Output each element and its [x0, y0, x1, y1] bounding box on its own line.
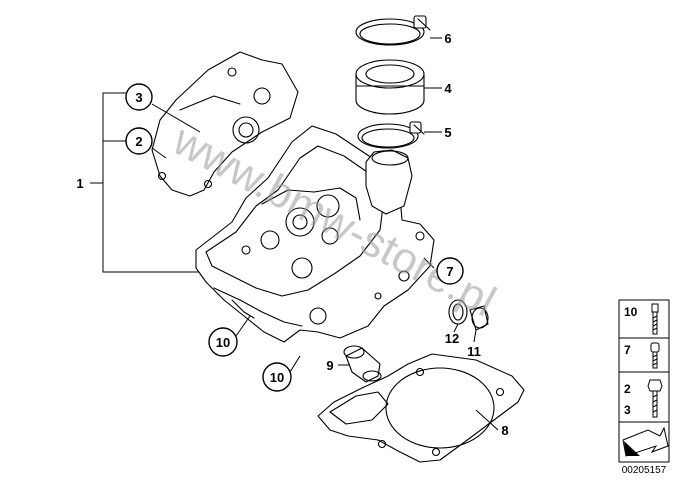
callout-10-lower[interactable]: 10 — [262, 362, 292, 392]
label-9[interactable]: 9 — [326, 358, 333, 373]
svg-text:7: 7 — [446, 264, 453, 279]
label-6[interactable]: 6 — [444, 31, 451, 46]
label-8[interactable]: 8 — [501, 423, 508, 438]
head-gasket — [317, 353, 525, 463]
label-11[interactable]: 11 — [467, 344, 481, 359]
svg-text:2: 2 — [135, 134, 142, 149]
leader-lines — [151, 37, 499, 431]
svg-text:2: 2 — [624, 382, 631, 396]
svg-text:3: 3 — [624, 403, 631, 417]
dowel-sleeve — [343, 345, 382, 383]
legend-row-2-3[interactable]: 2 3 — [624, 379, 663, 418]
label-5[interactable]: 5 — [444, 125, 451, 140]
label-1[interactable]: 1 — [76, 176, 83, 191]
cylinder-head — [151, 51, 435, 343]
svg-text:10: 10 — [270, 370, 284, 385]
hose-clamp-top — [355, 15, 431, 46]
callout-10-upper[interactable]: 10 — [208, 327, 238, 357]
svg-text:7: 7 — [624, 343, 631, 357]
orientation-arrow-icon — [622, 426, 669, 457]
bracket-callout-1 — [90, 92, 200, 273]
label-12[interactable]: 12 — [445, 331, 459, 346]
callout-3[interactable]: 3 — [125, 83, 153, 111]
long-bolt-icon — [651, 303, 659, 335]
svg-text:10: 10 — [624, 305, 638, 319]
legend-row-7[interactable]: 7 — [624, 342, 660, 369]
svg-text:10: 10 — [216, 335, 230, 350]
document-id: 00205157 — [622, 465, 667, 476]
socket-bolt-icon — [650, 342, 660, 369]
fastener-legend: 10 7 2 3 — [618, 299, 670, 463]
hose-clamp-lower — [357, 121, 425, 149]
legend-row-10[interactable]: 10 — [624, 303, 659, 335]
intake-rubber — [355, 59, 425, 115]
callout-2[interactable]: 2 — [125, 127, 153, 155]
callout-7[interactable]: 7 — [436, 257, 464, 285]
hex-flange-bolt-icon — [647, 379, 663, 418]
svg-text:3: 3 — [135, 90, 142, 105]
label-4[interactable]: 4 — [444, 81, 452, 96]
